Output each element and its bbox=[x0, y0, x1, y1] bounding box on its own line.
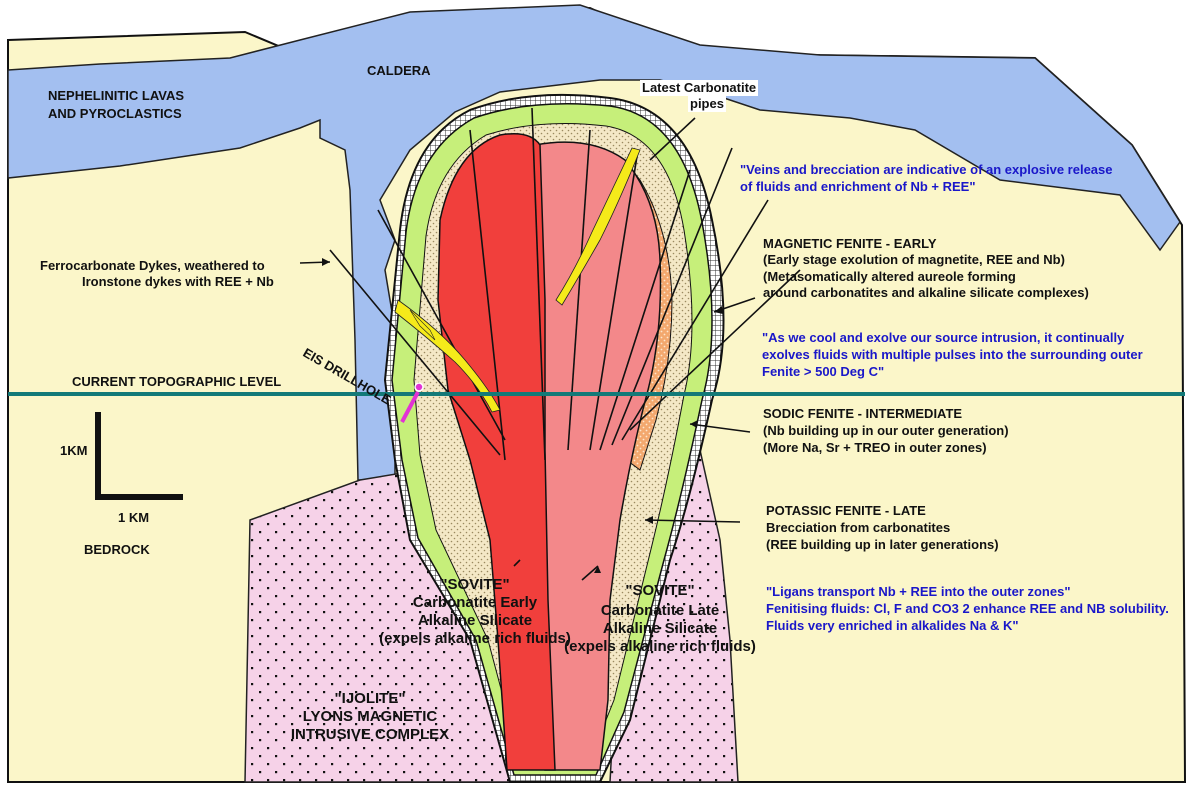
label-ijolite-3: INTRUSIVE COMPLEX bbox=[260, 726, 480, 744]
label-caldera: CALDERA bbox=[367, 63, 431, 79]
label-topo-level: CURRENT TOPOGRAPHIC LEVEL bbox=[72, 374, 281, 390]
label-sovite-late-1: "SOVITE" bbox=[590, 582, 730, 600]
label-nephelinitic-2: AND PYROCLASTICS bbox=[48, 106, 182, 122]
label-nephelinitic-1: NEPHELINITIC LAVAS bbox=[48, 88, 184, 104]
label-potassic-2: Brecciation from carbonatites bbox=[766, 520, 950, 536]
label-latest-pipes-1: Latest Carbonatite bbox=[640, 80, 758, 96]
label-magnetic-fenite-4: around carbonatites and alkaline silicat… bbox=[763, 285, 1089, 301]
label-ferro-dykes-2: Ironstone dykes with REE + Nb bbox=[82, 274, 274, 290]
label-sovite-early-3: Alkaline SIlicate bbox=[382, 612, 568, 630]
label-potassic-1: POTASSIC FENITE - LATE bbox=[766, 503, 926, 519]
label-ferro-dykes-1: Ferrocarbonate Dykes, weathered to bbox=[40, 258, 265, 274]
label-sodic-3: (More Na, Sr + TREO in outer zones) bbox=[763, 440, 987, 456]
label-sodic-2: (Nb building up in our outer generation) bbox=[763, 423, 1009, 439]
label-sovite-late-4: (expels alkaline rich fluids) bbox=[546, 638, 774, 656]
quote-cool-1: "As we cool and exolve our source intrus… bbox=[762, 330, 1124, 346]
label-scale-vertical: 1KM bbox=[60, 443, 87, 459]
label-scale-horizontal: 1 KM bbox=[118, 510, 149, 526]
quote-veins-1: "Veins and brecciation are indicative of… bbox=[740, 162, 1113, 178]
drillhole-collar bbox=[415, 383, 423, 391]
label-ijolite-1: "IJOLITE" bbox=[300, 690, 440, 708]
quote-cool-3: Fenite > 500 Deg C" bbox=[762, 364, 884, 380]
label-magnetic-fenite-2: (Early stage exolution of magnetite, REE… bbox=[763, 252, 1065, 268]
label-potassic-3: (REE building up in later generations) bbox=[766, 537, 999, 553]
quote-ligans-3: Fluids very enriched in alkalides Na & K… bbox=[766, 618, 1019, 634]
label-bedrock: BEDROCK bbox=[84, 542, 150, 558]
label-ijolite-2: LYONS MAGNETIC bbox=[270, 708, 470, 726]
label-sovite-late-3: Alkaline Silicate bbox=[570, 620, 750, 638]
quote-veins-2: of fluids and enrichment of Nb + REE" bbox=[740, 179, 976, 195]
label-latest-pipes-2: pipes bbox=[688, 96, 726, 112]
label-magnetic-fenite-3: (Metasomatically altered aureole forming bbox=[763, 269, 1016, 285]
quote-ligans-1: "Ligans transport Nb + REE into the oute… bbox=[766, 584, 1071, 600]
label-sodic-1: SODIC FENITE - INTERMEDIATE bbox=[763, 406, 962, 422]
quote-cool-2: exolves fluids with multiple pulses into… bbox=[762, 347, 1143, 363]
quote-ligans-2: Fenitising fluids: Cl, F and CO3 2 enhan… bbox=[766, 601, 1169, 617]
label-sovite-late-2: Carbonatite Late bbox=[570, 602, 750, 620]
label-sovite-early-2: Carbonatite Early bbox=[382, 594, 568, 612]
label-sovite-early-1: "SOVITE" bbox=[405, 576, 545, 594]
label-magnetic-fenite-1: MAGNETIC FENITE - EARLY bbox=[763, 236, 937, 252]
